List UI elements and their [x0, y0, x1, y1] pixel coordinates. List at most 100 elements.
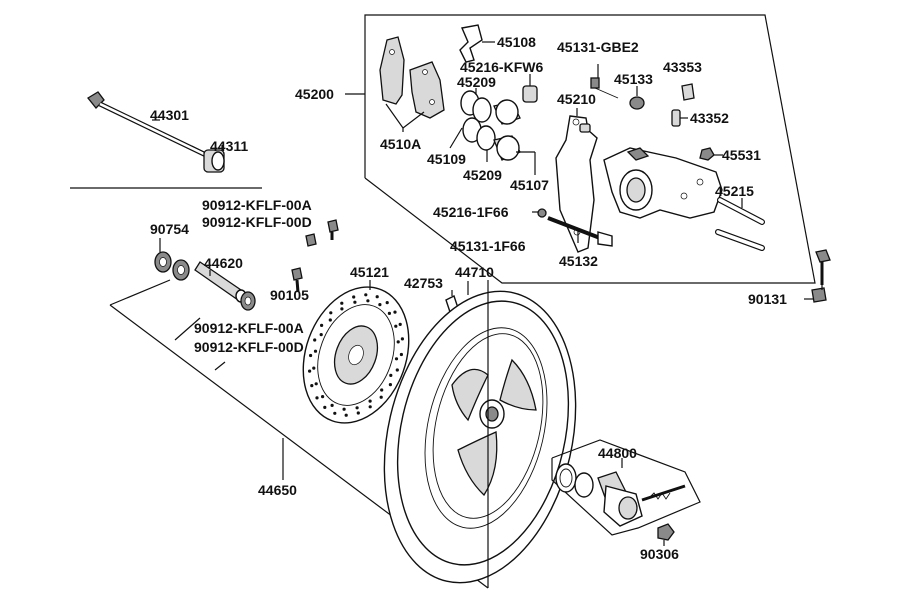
- disc-vent-hole: [344, 413, 348, 417]
- label-90754[interactable]: 90754: [150, 221, 189, 237]
- slide-pin-bolt-icon[interactable]: [532, 208, 613, 247]
- disc-vent-hole: [340, 301, 344, 305]
- brake-caliper-icon[interactable]: [603, 147, 723, 219]
- label-45216-kfw6[interactable]: 45216-KFW6: [460, 59, 543, 75]
- label-45121[interactable]: 45121: [350, 264, 389, 280]
- label-90912-kflf-00d-bottom[interactable]: 90912-KFLF-00D: [194, 339, 304, 355]
- disc-vent-hole: [356, 411, 360, 415]
- disc-vent-hole: [313, 338, 317, 342]
- disc-vent-hole: [379, 395, 383, 399]
- disc-vent-hole: [319, 333, 323, 337]
- disc-bolt-icon[interactable]: [291, 219, 339, 293]
- disc-vent-hole: [320, 323, 324, 327]
- disc-vent-hole: [393, 310, 397, 314]
- caliper-pin-icon[interactable]: [715, 197, 765, 251]
- disc-vent-hole: [352, 295, 356, 299]
- disc-vent-hole: [353, 300, 357, 304]
- disc-vent-hole: [315, 396, 319, 400]
- part-number-labels: 44301 44311 90912-KFLF-00A 90912-KFLF-00…: [150, 34, 787, 562]
- disc-vent-hole: [364, 293, 368, 297]
- disc-vent-hole: [321, 395, 325, 399]
- disc-vent-hole: [388, 383, 392, 387]
- piston-icon[interactable]: [449, 99, 536, 175]
- piston-seal-icon[interactable]: [460, 88, 496, 151]
- label-44710[interactable]: 44710: [455, 264, 494, 280]
- label-45132[interactable]: 45132: [559, 253, 598, 269]
- mounting-bolt-icon[interactable]: [804, 249, 831, 303]
- disc-vent-hole: [368, 405, 372, 409]
- disc-vent-hole: [395, 368, 399, 372]
- label-45107[interactable]: 45107: [510, 177, 549, 193]
- disc-vent-hole: [398, 322, 402, 326]
- label-45109[interactable]: 45109: [427, 151, 466, 167]
- pin-boot-icon[interactable]: [522, 74, 538, 103]
- disc-vent-hole: [328, 318, 332, 322]
- disc-vent-hole: [313, 349, 318, 353]
- label-45216-1f66[interactable]: 45216-1F66: [433, 204, 509, 220]
- label-90131[interactable]: 90131: [748, 291, 787, 307]
- speedometer-gear-icon[interactable]: [555, 463, 686, 527]
- disc-vent-hole: [378, 303, 382, 307]
- disc-vent-hole: [385, 301, 389, 305]
- caliper-nut-icon[interactable]: [699, 147, 723, 161]
- label-45108[interactable]: 45108: [497, 34, 536, 50]
- label-43352[interactable]: 43352: [690, 110, 729, 126]
- label-45131-gbe2[interactable]: 45131-GBE2: [557, 39, 639, 55]
- disc-vent-hole: [366, 299, 370, 303]
- label-4510a[interactable]: 4510A: [380, 136, 421, 152]
- label-90912-kflf-00d-top[interactable]: 90912-KFLF-00D: [202, 214, 312, 230]
- disc-vent-hole: [355, 406, 359, 410]
- pad-spring-icon[interactable]: [459, 24, 495, 63]
- label-45133[interactable]: 45133: [614, 71, 653, 87]
- disc-vent-hole: [314, 382, 318, 386]
- label-45131-1f66[interactable]: 45131-1F66: [450, 238, 526, 254]
- disc-vent-hole: [399, 352, 403, 357]
- disc-vent-hole: [380, 388, 384, 392]
- disc-vent-hole: [342, 407, 346, 411]
- disc-vent-hole: [308, 369, 312, 373]
- label-45210[interactable]: 45210: [557, 91, 596, 107]
- caliper-bolt-icon[interactable]: [590, 64, 619, 99]
- caliper-assembly-frame: [345, 14, 816, 284]
- wheel-bearing-icon[interactable]: [154, 238, 190, 281]
- bleeder-screw-icon[interactable]: [629, 83, 695, 127]
- label-44620[interactable]: 44620: [204, 255, 243, 271]
- brake-pad-icon[interactable]: [379, 36, 445, 132]
- disc-vent-hole: [400, 337, 404, 341]
- disc-vent-hole: [394, 324, 398, 328]
- label-45215[interactable]: 45215: [715, 183, 754, 199]
- gear-nut-icon[interactable]: [657, 523, 675, 546]
- label-44800[interactable]: 44800: [598, 445, 637, 461]
- label-44311[interactable]: 44311: [210, 138, 248, 154]
- label-43353[interactable]: 43353: [663, 59, 702, 75]
- label-45209-top[interactable]: 45209: [457, 74, 496, 90]
- disc-vent-hole: [333, 411, 337, 415]
- label-45209-bottom[interactable]: 45209: [463, 167, 502, 183]
- disc-vent-hole: [389, 373, 393, 377]
- disc-vent-hole: [394, 357, 399, 361]
- brake-disc-icon[interactable]: [285, 272, 427, 438]
- label-90912-kflf-00a-bottom[interactable]: 90912-KFLF-00A: [194, 320, 304, 336]
- disc-vent-hole: [309, 353, 313, 358]
- label-44650[interactable]: 44650: [258, 482, 297, 498]
- label-44301[interactable]: 44301: [150, 107, 189, 123]
- label-42753[interactable]: 42753: [404, 275, 443, 291]
- disc-vent-hole: [387, 311, 391, 315]
- disc-vent-hole: [368, 399, 372, 403]
- axle-collar-icon[interactable]: [203, 145, 225, 173]
- axle-bolt-icon[interactable]: [87, 91, 208, 158]
- disc-vent-hole: [312, 366, 316, 370]
- disc-vent-hole: [329, 311, 333, 315]
- disc-vent-hole: [340, 307, 344, 311]
- disc-vent-hole: [330, 403, 334, 407]
- label-90306[interactable]: 90306: [640, 546, 679, 562]
- axle-spacer-icon[interactable]: [194, 261, 256, 311]
- label-45200[interactable]: 45200: [295, 86, 334, 102]
- label-45531[interactable]: 45531: [722, 147, 761, 163]
- wheel-tire-icon[interactable]: [357, 272, 603, 600]
- disc-vent-hole: [375, 295, 379, 299]
- caliper-bracket-icon[interactable]: [555, 108, 598, 253]
- label-90105[interactable]: 90105: [270, 287, 309, 303]
- label-90912-kflf-00a-top[interactable]: 90912-KFLF-00A: [202, 197, 312, 213]
